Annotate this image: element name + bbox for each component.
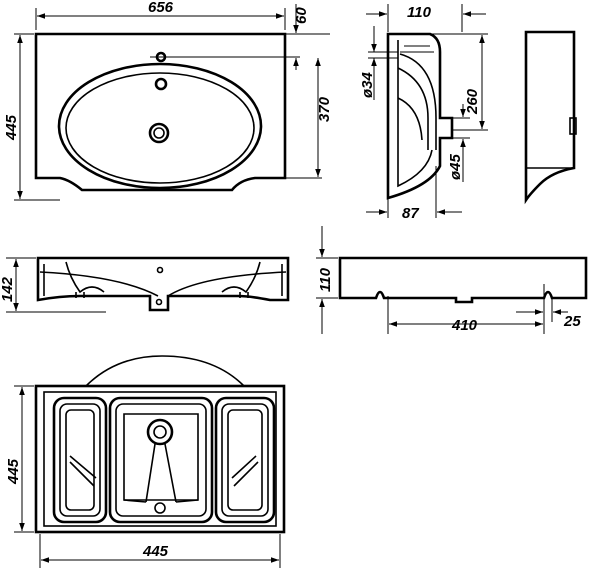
drain-height-label: 260 bbox=[464, 88, 481, 115]
side-profile-outline bbox=[524, 30, 576, 205]
top-view-bowl-inner bbox=[65, 72, 255, 184]
front-view: 142 bbox=[0, 256, 290, 313]
bowl-dimension-label: 370 bbox=[316, 96, 333, 122]
top-view-outline bbox=[34, 32, 287, 192]
width-dimension-label: 656 bbox=[148, 0, 174, 16]
top-view: 656 60 445 370 bbox=[3, 0, 333, 201]
bottom-width-label: 445 bbox=[142, 543, 169, 560]
section-bottom-offset-label: 87 bbox=[402, 205, 419, 222]
side-section-view: 110 ø34 260 ø45 87 bbox=[359, 4, 488, 222]
tap-hole-diameter-label: ø34 bbox=[359, 71, 376, 98]
drain-diameter-label: ø45 bbox=[447, 153, 464, 180]
bottom-depth-label: 445 bbox=[5, 458, 22, 485]
overhang-dimension-label: 60 bbox=[293, 7, 310, 24]
bottom-view: 445 445 bbox=[5, 355, 286, 568]
depth-dimension-label: 445 bbox=[3, 114, 20, 141]
side-elevation-outline bbox=[338, 256, 588, 304]
front-height-label: 142 bbox=[0, 276, 16, 302]
bottom-view-centre-chamber bbox=[108, 396, 214, 524]
bottom-view-drain bbox=[146, 418, 174, 446]
bottom-view-bowl-arc bbox=[85, 355, 245, 387]
hole-spacing-label: 410 bbox=[451, 317, 478, 334]
edge-offset-label: 25 bbox=[563, 313, 581, 330]
bottom-view-right-chamber bbox=[214, 396, 276, 524]
top-view-bowl-outer bbox=[57, 62, 263, 190]
front-view-outline bbox=[36, 256, 290, 312]
bottom-view-outline bbox=[34, 384, 286, 534]
elevation-height-label: 110 bbox=[317, 267, 334, 292]
top-view-tap-hole bbox=[154, 77, 168, 91]
bottom-view-left-chamber bbox=[52, 396, 108, 524]
section-top-depth-label: 110 bbox=[407, 4, 432, 21]
side-profile-view bbox=[524, 30, 577, 205]
top-view-drain bbox=[148, 122, 170, 144]
side-elevation-view: 110 410 25 bbox=[316, 226, 588, 334]
